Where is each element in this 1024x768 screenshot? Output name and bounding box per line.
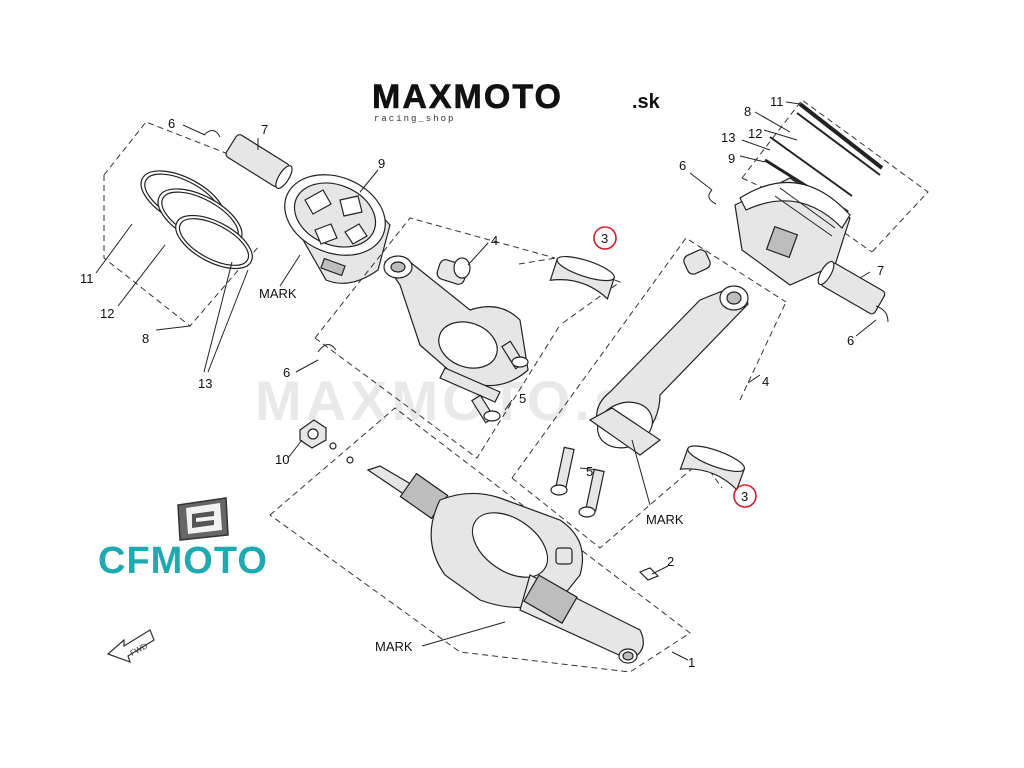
- callout-2: 2: [667, 554, 674, 569]
- callout-7-right: 7: [877, 263, 884, 278]
- callout-10: 10: [275, 452, 289, 467]
- callout-3-top: 3: [601, 231, 608, 246]
- callout-labels: 1 2 3 3 4 4 5 5 6 6 6 6 7 7 8 8 9 9 10 1…: [80, 94, 884, 670]
- cfmoto-logo-text: CFMOTO: [98, 540, 268, 582]
- callout-6-top-left: 6: [168, 116, 175, 131]
- piston-left: [284, 174, 391, 284]
- callout-13-left: 13: [198, 376, 212, 391]
- crankshaft-group: [269, 407, 691, 673]
- maxmoto-logo-suffix: .sk: [632, 91, 661, 113]
- callout-5-center: 5: [519, 391, 526, 406]
- callout-6-top-right: 6: [679, 158, 686, 173]
- callout-1: 1: [688, 655, 695, 670]
- svg-text:MAXMOTO: MAXMOTO: [372, 78, 563, 116]
- callout-12-left: 12: [100, 306, 114, 321]
- highlight-circle-3-bottom: [733, 484, 757, 508]
- crankshaft: [366, 465, 644, 664]
- mark-label-crankshaft: MARK: [375, 639, 413, 654]
- callout-9-left: 9: [378, 156, 385, 171]
- callout-8-right: 8: [744, 104, 751, 119]
- conrod-right: [588, 249, 749, 456]
- callout-8-left: 8: [142, 331, 149, 346]
- left-piston-group: [95, 121, 391, 373]
- callout-3-bottom: 3: [741, 489, 748, 504]
- callout-11-left: 11: [80, 271, 94, 286]
- conrod-center: [383, 255, 529, 403]
- callout-6-bottom-right: 6: [847, 333, 854, 348]
- right-piston-group: [689, 99, 929, 337]
- mark-label-conrod: MARK: [646, 512, 684, 527]
- callout-13-right: 13: [721, 130, 735, 145]
- callout-4-center: 4: [491, 233, 498, 248]
- highlight-circle-3-top: [593, 226, 617, 250]
- maxmoto-tagline: racing_shop: [374, 114, 455, 124]
- callout-9-right: 9: [728, 151, 735, 166]
- maxmoto-logo-text: MAXMOTO: [372, 78, 563, 116]
- fwd-arrow-icon: FWD: [106, 629, 155, 663]
- callout-7-left: 7: [261, 122, 268, 137]
- right-conrod-group: [511, 237, 787, 549]
- mark-label-piston: MARK: [259, 286, 297, 301]
- piston-right: [734, 177, 851, 286]
- cfmoto-logo: CFMOTO: [98, 497, 268, 582]
- maxmoto-logo: MAXMOTO .sk racing_shop: [372, 78, 661, 124]
- callout-6-center: 6: [283, 365, 290, 380]
- callout-11-right: 11: [770, 94, 784, 109]
- callout-12-right: 12: [748, 126, 762, 141]
- center-conrod-group: [295, 217, 622, 459]
- callout-5-right: 5: [586, 464, 593, 479]
- callout-4-right: 4: [762, 374, 769, 389]
